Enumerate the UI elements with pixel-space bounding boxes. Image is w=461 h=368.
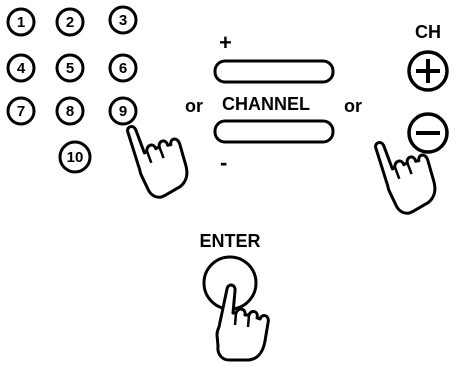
ch-minus-button[interactable] [407, 112, 449, 154]
pointing-hand-icon [374, 141, 437, 215]
key-9-label: 9 [119, 103, 127, 120]
key-6[interactable]: 6 [108, 53, 138, 83]
or-connector-right: or [344, 96, 362, 116]
key-1[interactable]: 1 [6, 7, 36, 37]
channel-label: CHANNEL [222, 94, 310, 114]
channel-up-button[interactable] [213, 59, 335, 84]
ch-buttons: CH [407, 22, 449, 154]
key-5-label: 5 [66, 60, 74, 77]
key-6-label: 6 [119, 60, 127, 77]
key-7-label: 7 [17, 103, 25, 120]
key-8[interactable]: 8 [55, 96, 85, 126]
pointing-hand-icon [215, 283, 270, 362]
or-connector-left: or [185, 96, 203, 116]
channel-plus-label: + [219, 30, 232, 55]
key-5[interactable]: 5 [55, 53, 85, 83]
plus-icon [416, 59, 440, 83]
channel-rocker: + CHANNEL - [213, 30, 335, 175]
key-4-label: 4 [17, 60, 26, 77]
enter-label: ENTER [199, 231, 260, 251]
number-keypad: 1 2 3 4 5 6 7 8 [6, 5, 138, 174]
key-8-label: 8 [66, 103, 74, 120]
key-9[interactable]: 9 [108, 96, 138, 126]
ch-title: CH [415, 22, 441, 42]
key-7[interactable]: 7 [6, 96, 36, 126]
key-2[interactable]: 2 [55, 7, 85, 37]
key-3-label: 3 [119, 12, 127, 29]
pointing-hand-icon [126, 125, 189, 199]
ch-plus-button[interactable] [407, 50, 449, 92]
key-4[interactable]: 4 [6, 53, 36, 83]
channel-minus-label: - [220, 150, 227, 175]
key-10[interactable]: 10 [58, 140, 92, 174]
key-2-label: 2 [66, 14, 74, 31]
enter-button-group: ENTER [199, 231, 261, 311]
key-10-label: 10 [67, 149, 84, 166]
channel-down-button[interactable] [213, 119, 335, 144]
key-3[interactable]: 3 [108, 5, 138, 35]
key-1-label: 1 [17, 14, 25, 31]
